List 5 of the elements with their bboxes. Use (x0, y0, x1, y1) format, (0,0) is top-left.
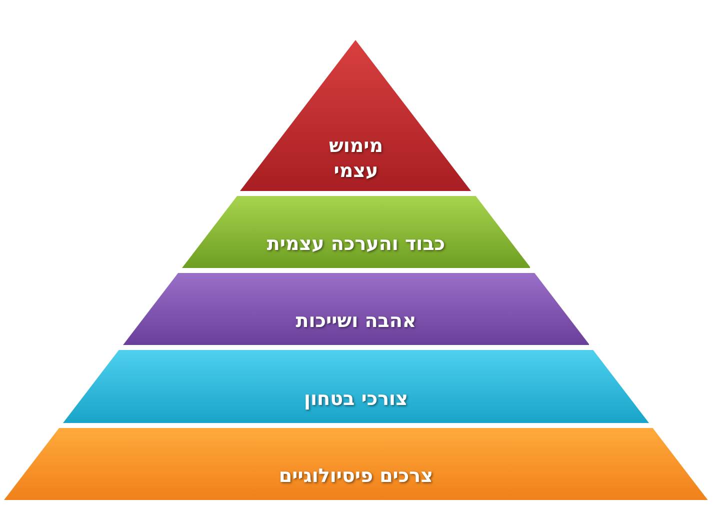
tier-label: צורכי בטחון (303, 386, 409, 412)
tier-label: אהבה ושייכות (294, 309, 418, 334)
tier-label: כבוד והערכה עצמית (266, 232, 446, 257)
tier-label: מימוש עצמי (328, 134, 384, 184)
tier-label: צרכים פיסיולוגיים (278, 464, 434, 489)
